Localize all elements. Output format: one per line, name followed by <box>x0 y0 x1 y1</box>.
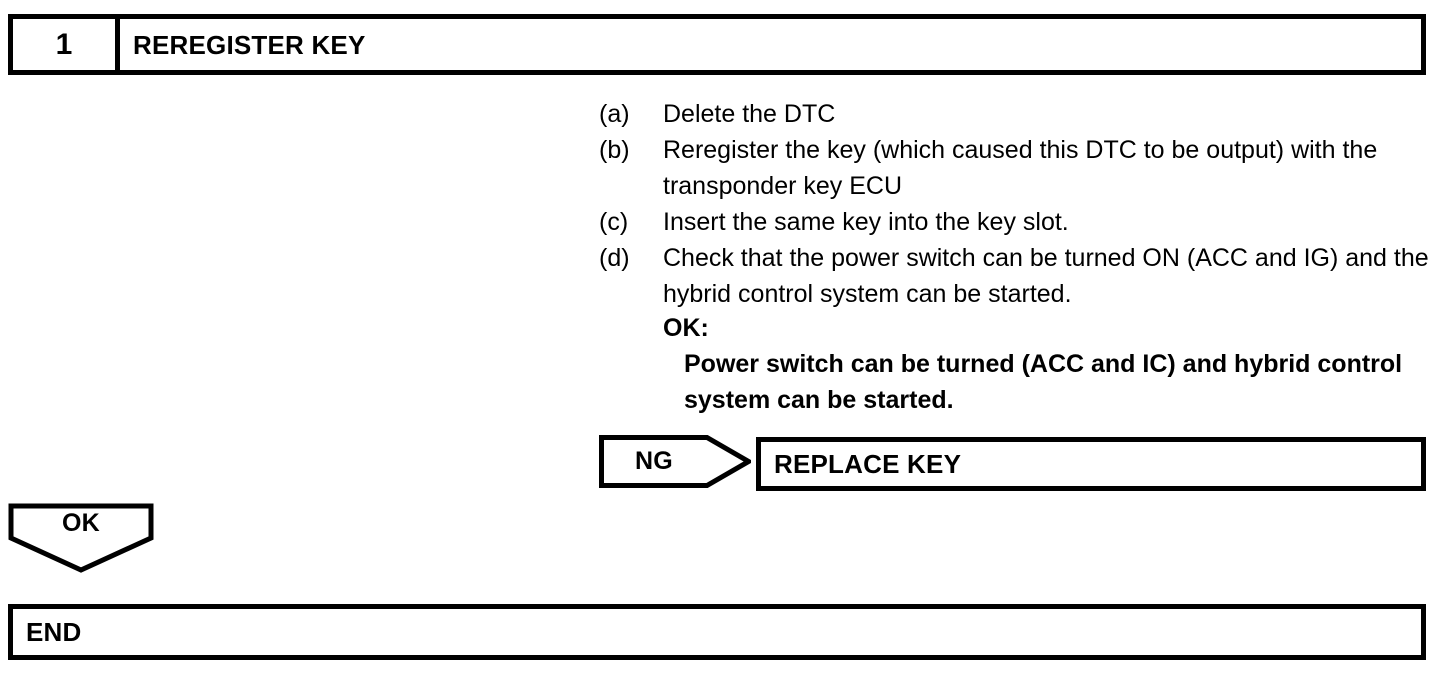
procedure-item: (c) Insert the same key into the key slo… <box>599 204 1429 240</box>
procedure-item-label: (b) <box>599 136 630 164</box>
procedure-item-text: Insert the same key into the key slot. <box>663 208 1069 236</box>
step-title: REREGISTER KEY <box>133 29 366 60</box>
step-header-box: 1 REREGISTER KEY <box>8 14 1426 75</box>
ok-criteria-detail: Power switch can be turned (ACC and IC) … <box>684 350 1403 414</box>
procedure-item-text: Reregister the key (which caused this DT… <box>663 136 1378 200</box>
end-box: END <box>8 604 1426 660</box>
ng-arrow-shape <box>599 435 751 488</box>
procedure-item-text: Check that the power switch can be turne… <box>663 244 1429 308</box>
procedure-item-label: (c) <box>599 208 629 236</box>
procedure-item-label: (a) <box>599 100 630 128</box>
procedure-item: (b) Reregister the key (which caused thi… <box>599 132 1429 204</box>
ok-arrow: OK <box>8 503 154 573</box>
ok-criteria-label: OK: <box>663 314 709 342</box>
ok-arrow-label: OK <box>61 508 101 537</box>
replace-key-box: REPLACE KEY <box>756 437 1426 491</box>
procedure-list: (a) Delete the DTC (b) Reregister the ke… <box>599 96 1429 312</box>
ok-arrow-shape <box>8 503 154 573</box>
procedure-item: (d) Check that the power switch can be t… <box>599 240 1429 312</box>
ng-arrow-label: NG <box>634 447 674 475</box>
procedure-item: (a) Delete the DTC <box>599 96 1429 132</box>
ok-criteria-block: OK: Power switch can be turned (ACC and … <box>663 310 1423 418</box>
procedure-item-text: Delete the DTC <box>663 100 836 128</box>
step-number: 1 <box>13 19 120 70</box>
procedure-item-label: (d) <box>599 244 630 272</box>
ng-arrow: NG <box>599 435 751 488</box>
